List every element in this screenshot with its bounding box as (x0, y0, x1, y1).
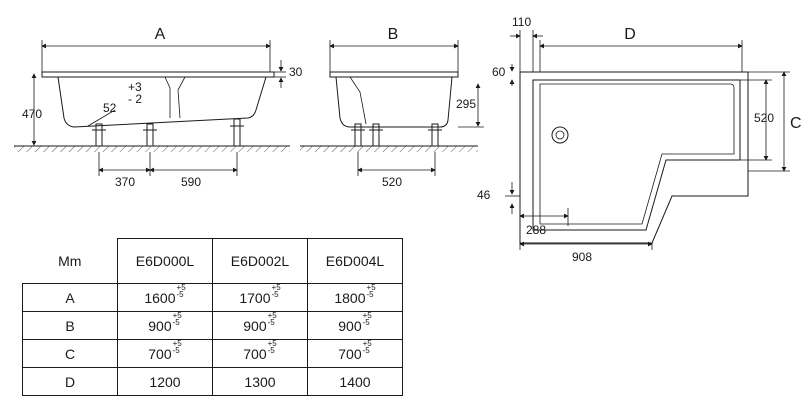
tolerance: +5-5 (362, 310, 372, 327)
plan-inner-rim (532, 79, 741, 231)
end-feet (351, 123, 442, 147)
tolerance: +5-5 (271, 282, 281, 299)
table-row: A 1600+5-5 1700+5-5 1800+5-5 (22, 282, 403, 312)
dimension-table: Mm E6D000L E6D002L E6D004L A 1600+5-5 17… (22, 238, 403, 396)
cell-value: 1400 (307, 367, 403, 396)
floor-side (14, 146, 290, 152)
cell-value: 1600 (144, 289, 176, 306)
plan-view: 110 D 60 C 520 46 (477, 15, 802, 264)
tolerance: +5-5 (362, 338, 372, 355)
end-view: B 295 520 (300, 26, 484, 189)
table-col-header: E6D004L (307, 238, 403, 284)
floor-end (300, 146, 478, 152)
tub-rim (41, 71, 275, 78)
edge-60-label: 60 (492, 65, 506, 79)
row-label: A (22, 283, 118, 312)
foot-dim-left: 370 (115, 175, 135, 189)
tolerance: +5-5 (176, 282, 186, 299)
cell-value: 900 (338, 317, 362, 334)
tolerance: +5-5 (267, 338, 277, 355)
side-feet (92, 118, 244, 147)
tolerance: +5-5 (172, 310, 182, 327)
row-label: B (22, 311, 118, 340)
cell-value: 900 (243, 317, 267, 334)
offset-46-label: 46 (477, 188, 491, 202)
dim-b-label: B (388, 26, 399, 43)
table-unit: Mm (58, 252, 82, 269)
cell-value: 1200 (117, 367, 213, 396)
side-view: A 30 +3 - 2 52 470 (14, 26, 303, 189)
tolerance: +5-5 (366, 282, 376, 299)
depth-label: 295 (456, 97, 476, 111)
dim-a-label: A (155, 26, 166, 43)
edge-110-label: 110 (512, 15, 531, 29)
table-row: D 1200 1300 1400 (22, 367, 403, 396)
tolerance: +5-5 (172, 338, 182, 355)
foot-dim-right: 590 (181, 175, 201, 189)
cell-value: 700 (148, 345, 172, 362)
end-foot-span: 520 (382, 175, 402, 189)
cell-value: 1300 (212, 367, 308, 396)
height-tol-minus: - 2 (128, 92, 142, 106)
cell-value: 700 (338, 345, 362, 362)
dim-c-label: C (790, 115, 802, 132)
cell-value: 1700 (239, 289, 271, 306)
table-row: B 900+5-5 900+5-5 900+5-5 (22, 310, 403, 340)
tolerance: +5-5 (267, 310, 277, 327)
row-label: D (22, 367, 118, 396)
width-520-label: 520 (754, 111, 774, 125)
plan-outline (519, 71, 749, 244)
cell-value: 1800 (334, 289, 366, 306)
drain-icon (551, 126, 569, 144)
end-rim (329, 71, 459, 78)
height-label: 470 (22, 107, 42, 121)
tub-body (57, 76, 267, 128)
step-288-label: 288 (526, 223, 546, 237)
cell-value: 900 (148, 317, 172, 334)
table-col-header: E6D002L (212, 238, 308, 284)
length-908-label: 908 (572, 250, 592, 264)
row-label: C (22, 339, 118, 368)
table-col-header: E6D000L (117, 238, 213, 284)
end-body (335, 76, 453, 128)
angle-label: 52 (103, 101, 117, 115)
dim-d-label: D (624, 26, 636, 43)
rim-thickness: 30 (289, 65, 303, 79)
height-tol-plus: +3 (128, 80, 142, 94)
table-row: C 700+5-5 700+5-5 700+5-5 (22, 338, 403, 368)
cell-value: 700 (243, 345, 267, 362)
